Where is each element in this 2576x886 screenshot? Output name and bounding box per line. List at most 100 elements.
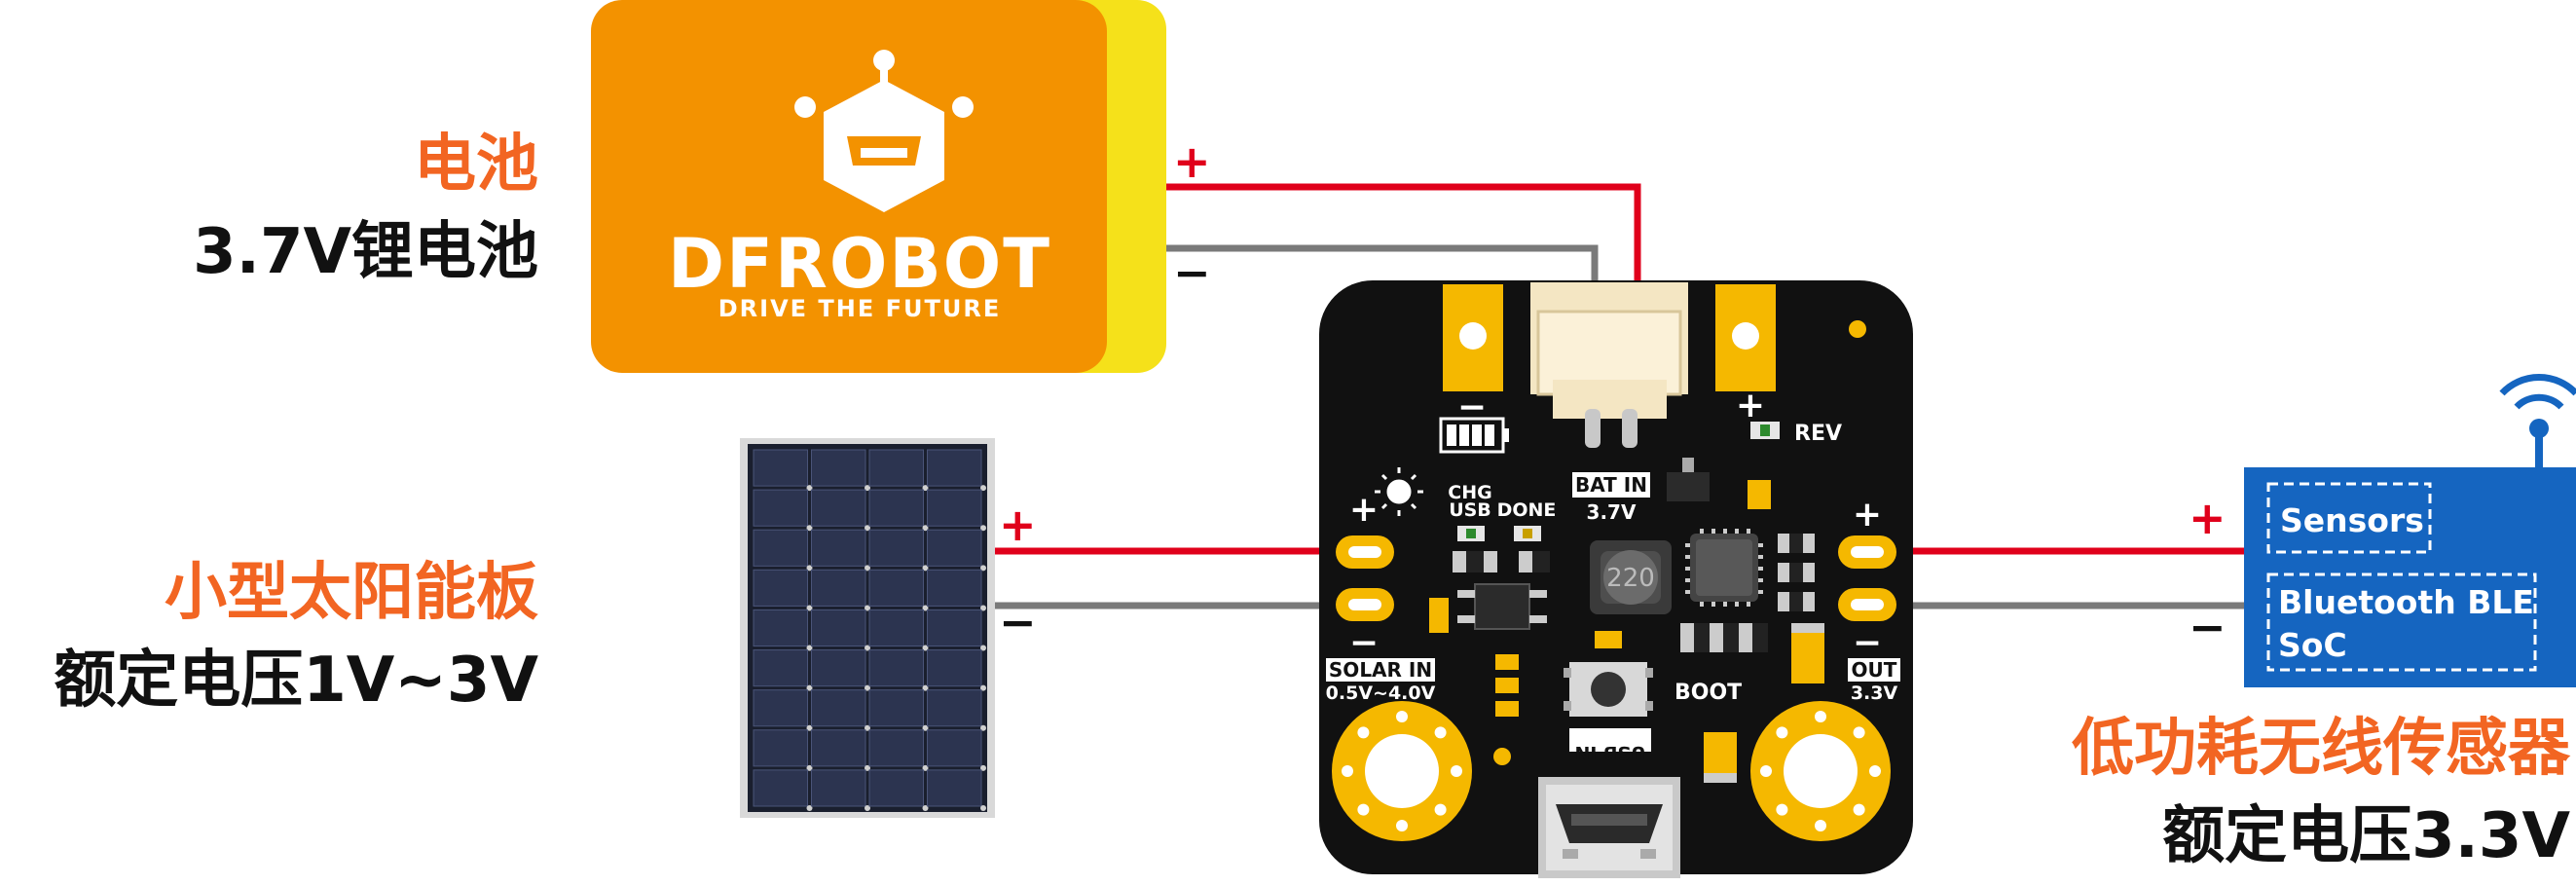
solar-cell-joint (806, 485, 813, 492)
solar-minus-silk: − (1349, 623, 1379, 663)
out-label: OUT (1852, 658, 1897, 682)
solar-cell-joint (922, 485, 929, 492)
solar-cell (868, 449, 924, 487)
solar-cell (753, 689, 808, 727)
inductor-value: 220 (1606, 564, 1655, 593)
usb-in-label: USB IN (1574, 742, 1645, 763)
battery-plus-mark: + (1173, 135, 1211, 188)
solar-cell (868, 489, 924, 527)
sensor-title: 低功耗无线传感器 (2072, 713, 2571, 785)
done-label: DONE (1497, 499, 1557, 521)
solar-cell (753, 569, 808, 607)
solar-cell (811, 449, 866, 487)
solar-cell (811, 729, 866, 767)
dfrobot-logo-icon (794, 50, 974, 212)
battery-plus-wire (1163, 183, 1641, 282)
sensor-minus-mark: − (2189, 601, 2226, 653)
solar-cell (927, 529, 982, 567)
solar-cell (868, 529, 924, 567)
solar-cell (811, 529, 866, 567)
solar-cell (927, 569, 982, 607)
solar-cell (868, 649, 924, 687)
usb-port[interactable] (1538, 777, 1680, 878)
battery-title: 电池 (414, 129, 538, 201)
rev-label: REV (1794, 422, 1842, 446)
battery-subtitle: 3.7V锂电池 (193, 216, 538, 288)
solar-cell (753, 609, 808, 647)
usb-label: USB (1449, 499, 1491, 521)
mount-hole-via (1869, 765, 1881, 777)
bat-minus-silk: − (1457, 388, 1487, 427)
solar-cell-joint (865, 485, 870, 492)
solar-minus-mark: − (999, 596, 1037, 648)
solar-panel (740, 438, 995, 818)
bat-in-voltage: 3.7V (1587, 500, 1637, 524)
solar-cell (927, 449, 982, 487)
solar-cell (753, 769, 808, 807)
mount-hole-via (1357, 726, 1370, 739)
battery-pack: DFROBOT DRIVE THE FUTURE (591, 0, 1166, 373)
charger-ic (1685, 529, 1763, 607)
solar-cell (927, 769, 982, 807)
mount-hole-via (1853, 726, 1865, 739)
sensor-box1: Sensors (2280, 501, 2424, 539)
solar-cell (868, 569, 924, 607)
inductor: 220 (1590, 540, 1672, 614)
mount-hole-via (1760, 765, 1772, 777)
solar-cell (868, 609, 924, 647)
solar-in-voltage: 0.5V~4.0V (1326, 683, 1436, 704)
battery-connector (1530, 282, 1688, 448)
bat-plus-silk: + (1736, 386, 1765, 425)
battery-level-icon (1439, 417, 1509, 454)
sensor-box2-line1: Bluetooth BLE (2278, 583, 2534, 621)
sensor-subtitle: 额定电压3.3V (2162, 800, 2570, 872)
boot-button[interactable] (1564, 662, 1653, 717)
sensor-plus-mark: + (2189, 492, 2226, 544)
charger-board: − + REV BAT IN 3.7V (1319, 280, 1913, 878)
solar-cell-joint (980, 485, 986, 492)
solar-cell (753, 729, 808, 767)
sensor-module: Sensors Bluetooth BLE SoC (2244, 374, 2576, 687)
battery-minus-mark: − (1173, 246, 1211, 299)
solar-cell (927, 649, 982, 687)
solar-cell (811, 609, 866, 647)
solar-cell (927, 729, 982, 767)
mount-hole-via (1853, 803, 1865, 816)
mount-hole-via (1434, 803, 1447, 816)
solar-cell (927, 609, 982, 647)
sun-icon (1375, 467, 1423, 516)
boot-label: BOOT (1674, 681, 1742, 705)
solar-cell (868, 729, 924, 767)
solar-cell (868, 769, 924, 807)
battery-brand: DFROBOT (668, 224, 1051, 304)
solar-title: 小型太阳能板 (165, 557, 538, 629)
bat-in-label: BAT IN (1575, 473, 1647, 497)
solar-cell (753, 449, 808, 487)
out-minus-silk: − (1853, 623, 1882, 663)
wifi-signal-icon (2499, 374, 2576, 469)
solar-cell (753, 649, 808, 687)
battery-minus-wire (1163, 244, 1599, 282)
out-voltage: 3.3V (1851, 683, 1898, 704)
battery-slogan: DRIVE THE FUTURE (718, 295, 1001, 322)
solar-cell (927, 689, 982, 727)
mount-hole-via (1776, 726, 1788, 739)
solar-cell (811, 689, 866, 727)
out-plus-silk: + (1853, 495, 1882, 535)
wires (993, 183, 2244, 609)
solar-in-label: SOLAR IN (1329, 658, 1432, 682)
solar-cell (753, 529, 808, 567)
solar-cell (811, 769, 866, 807)
mount-hole-via (1434, 726, 1447, 739)
mount-hole-via (1357, 803, 1370, 816)
mount-hole-via (1815, 711, 1826, 722)
solar-plus-silk: + (1349, 490, 1379, 530)
solar-cell (811, 569, 866, 607)
solar-cell-joint (980, 805, 986, 811)
solar-cell (927, 489, 982, 527)
mount-hole-via (1342, 765, 1353, 777)
solar-cell (811, 649, 866, 687)
chg-label: CHG (1448, 482, 1491, 503)
solar-plus-mark: + (999, 498, 1037, 551)
